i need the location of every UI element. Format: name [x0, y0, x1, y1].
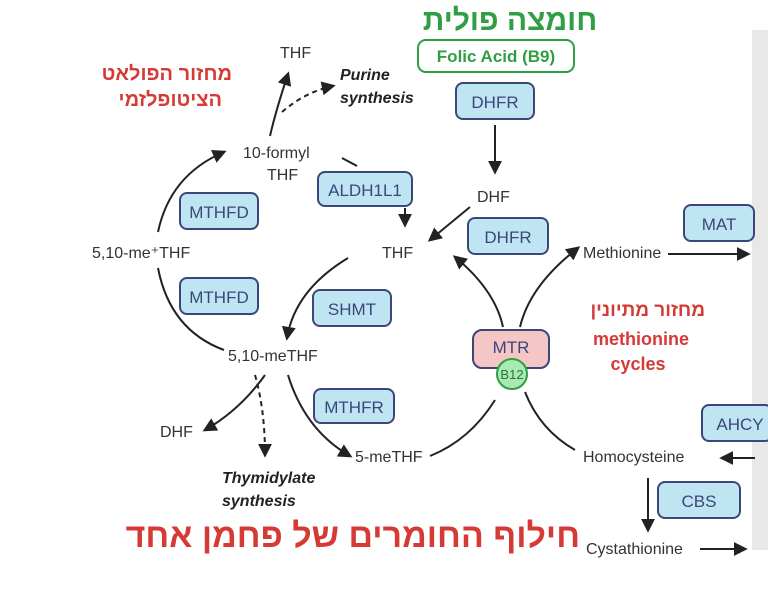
- formyl-thf-2: THF: [267, 167, 298, 184]
- svg-text:AHCY: AHCY: [716, 415, 763, 434]
- enzyme-aldh1l1: ALDH1L1: [317, 171, 413, 207]
- enzyme-ahcy: AHCY: [701, 404, 768, 442]
- thf-top: THF: [280, 45, 311, 62]
- enzyme-mat: MAT: [683, 204, 755, 242]
- svg-text:ALDH1L1: ALDH1L1: [328, 181, 402, 200]
- formyl-thf-1: 10-formyl: [243, 145, 310, 162]
- svg-text:DHFR: DHFR: [471, 93, 518, 112]
- cytoplasmic-cycle-title-1: מחזור הפולאט: [102, 63, 232, 85]
- svg-text:MTHFD: MTHFD: [189, 288, 248, 307]
- methylene-thf: 5,10-meTHF: [228, 348, 318, 365]
- methionine: Methionine: [583, 245, 661, 262]
- thf-center: THF: [382, 245, 413, 262]
- pathway-arrows: [157, 71, 755, 556]
- svg-text:SHMT: SHMT: [328, 300, 376, 319]
- cofactor-b12: B12: [496, 358, 528, 390]
- methyl-thf: 5-meTHF: [355, 449, 423, 466]
- enzyme-dhfr-mid: DHFR: [467, 217, 549, 255]
- folic-acid-hebrew-title: חומצה פולית: [423, 4, 597, 37]
- enzyme-mthfr: MTHFR: [313, 388, 395, 424]
- edge-bar: [752, 30, 768, 550]
- enzyme-mthfd-bottom: MTHFD: [179, 277, 259, 315]
- enzyme-mthfd-top: MTHFD: [179, 192, 259, 230]
- svg-text:MAT: MAT: [702, 215, 737, 234]
- enzyme-dhfr-top: DHFR: [455, 82, 535, 120]
- homocysteine: Homocysteine: [583, 449, 684, 466]
- svg-text:B12: B12: [500, 367, 523, 382]
- cystathionine: Cystathionine: [586, 541, 683, 558]
- dhf-top: DHF: [477, 189, 510, 206]
- enzyme-mtr: MTR: [472, 329, 550, 369]
- thymidylate-synthesis-1: Thymidylate: [222, 470, 315, 487]
- folic-acid-label: Folic Acid (B9): [437, 47, 555, 66]
- svg-text:CBS: CBS: [682, 492, 717, 511]
- purine-synthesis-1: Purine: [340, 67, 390, 84]
- enzyme-cbs: CBS: [657, 481, 741, 519]
- svg-text:DHFR: DHFR: [484, 228, 531, 247]
- svg-text:MTHFR: MTHFR: [324, 398, 383, 417]
- dhf-bottom: DHF: [160, 424, 193, 441]
- purine-synthesis-2: synthesis: [340, 90, 414, 107]
- svg-text:MTHFD: MTHFD: [189, 203, 248, 222]
- methionine-cycle-en-2: cycles: [610, 354, 665, 374]
- thymidylate-synthesis-2: synthesis: [222, 493, 296, 510]
- methenyl-thf: 5,10-me⁺THF: [92, 245, 190, 262]
- methionine-cycle-en-1: methionine: [593, 329, 689, 349]
- folic-acid-box: Folic Acid (B9): [417, 39, 575, 73]
- methionine-cycle-hebrew: מחזור מתיונין: [590, 300, 705, 321]
- svg-text:MTR: MTR: [493, 338, 530, 357]
- bottom-caption: חילוף החומרים של פחמן אחד: [126, 517, 580, 555]
- cytoplasmic-cycle-title-2: הציטופלזמי: [119, 89, 222, 111]
- enzyme-shmt: SHMT: [312, 289, 392, 327]
